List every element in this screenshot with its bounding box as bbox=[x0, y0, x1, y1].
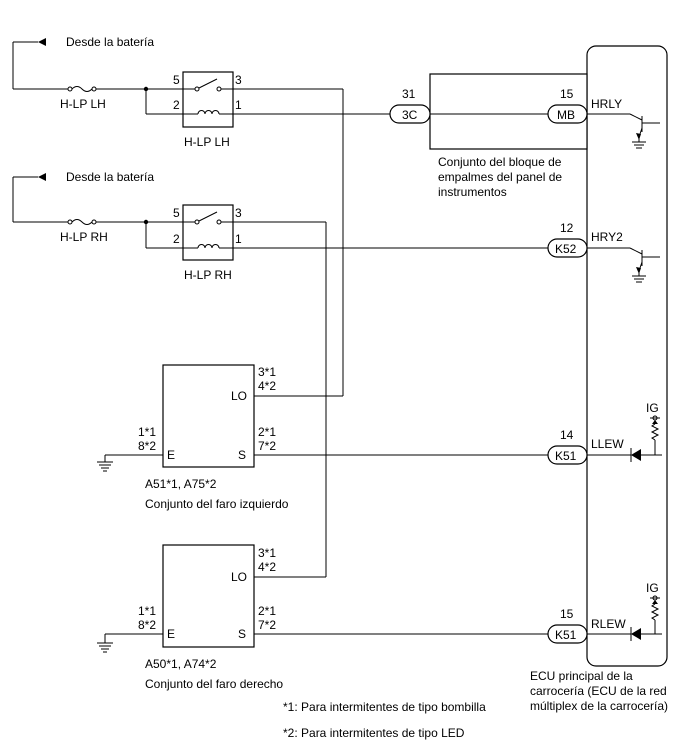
llew-led-pullup bbox=[587, 415, 662, 462]
right-headlight-lo: LO bbox=[231, 570, 247, 584]
body-ecu-box bbox=[586, 45, 668, 667]
transistor-hry2-icon bbox=[587, 247, 660, 283]
relay-lh-pin2: 2 bbox=[173, 98, 180, 112]
arrow-left-icon bbox=[38, 173, 46, 181]
resistor-icon bbox=[650, 603, 660, 621]
relay-rh-pin2: 2 bbox=[173, 232, 180, 246]
left-headlight-box bbox=[162, 364, 255, 468]
right-headlight-s: S bbox=[238, 627, 246, 641]
jb-name-line2: empalmes del panel de bbox=[438, 170, 562, 184]
right-headlight-e: E bbox=[167, 627, 175, 641]
relay-rh bbox=[182, 204, 234, 261]
battery-label-top: Desde la batería bbox=[66, 35, 154, 49]
k52-pin: 12 bbox=[560, 221, 574, 235]
arrow-left-icon bbox=[38, 38, 46, 46]
fuse-rh-label: H-LP RH bbox=[60, 230, 108, 244]
right-lo-pin2: 4*2 bbox=[258, 560, 276, 574]
ground-icon bbox=[97, 454, 163, 472]
resistor-icon bbox=[650, 423, 660, 441]
right-s-pin2: 7*2 bbox=[258, 618, 276, 632]
left-s-pin2: 7*2 bbox=[258, 439, 276, 453]
ecu-name-line2: carrocería (ECU de la red bbox=[530, 684, 667, 698]
relay-rh-pin3: 3 bbox=[235, 206, 242, 220]
llew-connector: K51 bbox=[555, 449, 577, 463]
right-s-pin1: 2*1 bbox=[258, 604, 276, 618]
battery-feed-lh bbox=[12, 38, 68, 90]
left-headlight-e: E bbox=[167, 448, 175, 462]
diode-icon bbox=[631, 449, 641, 461]
relay-rh-pin5: 5 bbox=[173, 206, 180, 220]
relay-lh-box bbox=[182, 71, 234, 128]
right-headlight-box bbox=[162, 544, 255, 648]
jb-out-connector: MB bbox=[557, 108, 575, 122]
rlew-connector: K51 bbox=[555, 628, 577, 642]
signal-llew: LLEW bbox=[591, 437, 624, 451]
battery-label-bottom: Desde la batería bbox=[66, 170, 154, 184]
ig-label-1: IG bbox=[646, 401, 659, 415]
diode-icon bbox=[631, 628, 641, 640]
right-e-pin1: 1*1 bbox=[138, 604, 156, 618]
llew-pin: 14 bbox=[560, 428, 574, 442]
jb-name-line3: instrumentos bbox=[438, 185, 507, 199]
battery-feed-rh bbox=[12, 173, 68, 223]
relay-lh-pin1: 1 bbox=[235, 98, 242, 112]
relay-lh-label: H-LP LH bbox=[184, 135, 230, 149]
left-s-pin1: 2*1 bbox=[258, 425, 276, 439]
transistor-hrly-icon bbox=[587, 113, 660, 149]
signal-hrly: HRLY bbox=[591, 97, 622, 111]
left-e-pin2: 8*2 bbox=[138, 439, 156, 453]
jb-out-pin: 15 bbox=[560, 87, 574, 101]
left-headlight-lo: LO bbox=[231, 389, 247, 403]
relay-lh bbox=[182, 71, 234, 128]
signal-rlew: RLEW bbox=[591, 617, 626, 631]
left-lo-pin2: 4*2 bbox=[258, 379, 276, 393]
right-headlight-codes: A50*1, A74*2 bbox=[145, 657, 217, 671]
footnote-2: *2: Para intermitentes de tipo LED bbox=[283, 726, 465, 740]
rlew-pin: 15 bbox=[560, 607, 574, 621]
left-lo-pin1: 3*1 bbox=[258, 365, 276, 379]
left-headlight-codes: A51*1, A75*2 bbox=[145, 477, 217, 491]
right-e-pin2: 8*2 bbox=[138, 618, 156, 632]
jb-in-connector: 3C bbox=[402, 108, 418, 122]
relay-lh-pin5: 5 bbox=[173, 73, 180, 87]
ecu-name-line1: ECU principal de la bbox=[530, 669, 633, 683]
fuse-lh-label: H-LP LH bbox=[60, 97, 106, 111]
ground-icon bbox=[97, 633, 163, 653]
jb-name-line1: Conjunto del bloque de bbox=[438, 155, 562, 169]
ig-label-2: IG bbox=[646, 581, 659, 595]
left-headlight-name: Conjunto del faro izquierdo bbox=[145, 497, 289, 511]
right-headlight-name: Conjunto del faro derecho bbox=[145, 677, 283, 691]
coil-icon bbox=[197, 244, 220, 249]
rlew-led-pullup bbox=[587, 595, 662, 641]
relay-rh-label: H-LP RH bbox=[184, 268, 232, 282]
ecu-name-line3: múltiplex de la carrocería) bbox=[530, 699, 668, 713]
relay-lh-pin3: 3 bbox=[235, 73, 242, 87]
right-lo-pin1: 3*1 bbox=[258, 546, 276, 560]
coil-icon bbox=[197, 110, 220, 115]
relay-rh-pin1: 1 bbox=[235, 232, 242, 246]
fuse-lh bbox=[67, 86, 97, 92]
fuse-rh bbox=[67, 219, 97, 225]
left-e-pin1: 1*1 bbox=[138, 425, 156, 439]
k52-connector: K52 bbox=[555, 242, 577, 256]
jb-in-pin: 31 bbox=[402, 87, 416, 101]
relay-rh-box bbox=[182, 204, 234, 261]
footnote-1: *1: Para intermitentes de tipo bombilla bbox=[283, 700, 486, 714]
left-headlight-s: S bbox=[238, 448, 246, 462]
signal-hry2: HRY2 bbox=[591, 230, 623, 244]
